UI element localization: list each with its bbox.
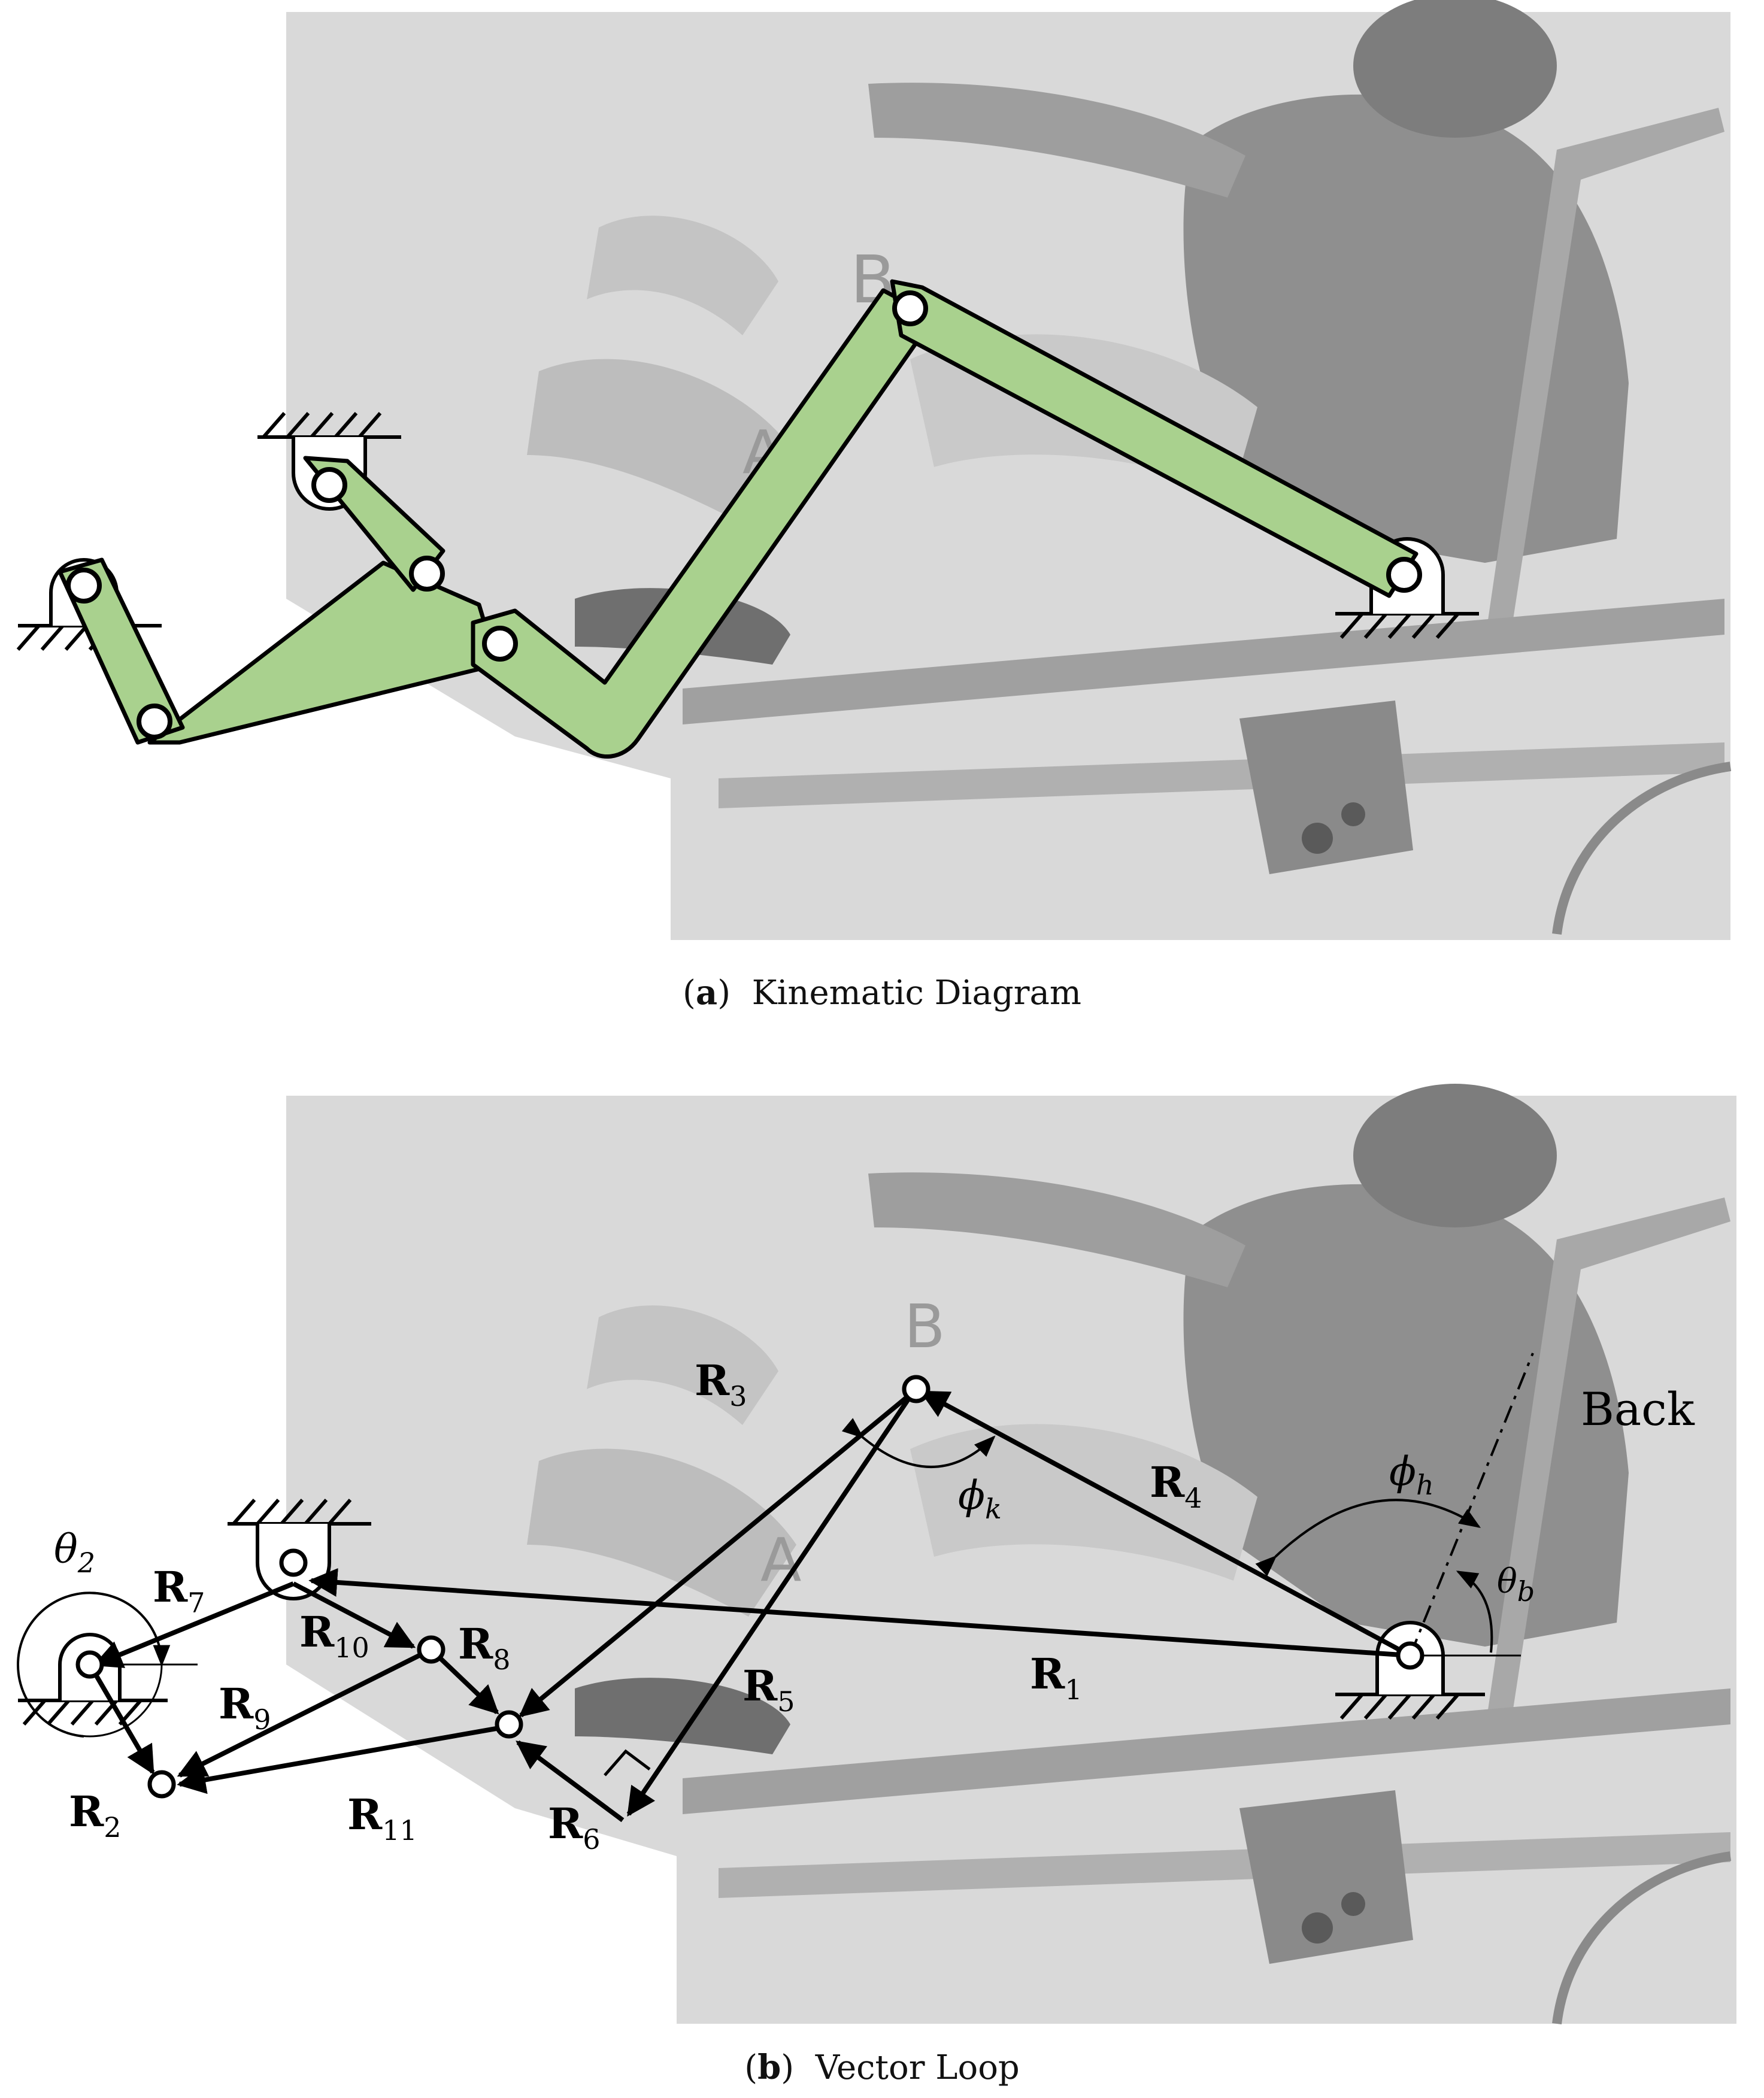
label-r10: R10 — [299, 1607, 369, 1664]
photo-background-a: B A — [286, 0, 1732, 940]
angle-labels-b: θ2 ϕk ϕh θb Back — [54, 1383, 1695, 1608]
label-r1: R1 — [1030, 1649, 1082, 1706]
label-thetab: θb — [1497, 1562, 1535, 1608]
label-r6: R6 — [548, 1799, 600, 1856]
caption-a-text: Kinematic Diagram — [751, 974, 1081, 1012]
arc-theta2 — [17, 1591, 171, 1738]
joints-b — [75, 1375, 1424, 1799]
joint-ground-left — [66, 568, 102, 604]
right-angle-mark — [604, 1749, 651, 1776]
vector-r10 — [292, 1581, 416, 1649]
label-r3: R3 — [695, 1356, 747, 1412]
label-r11: R11 — [347, 1790, 417, 1847]
joint-hip — [1386, 557, 1422, 593]
vector-r8 — [429, 1648, 499, 1715]
joint-b-ground-top — [279, 1548, 308, 1577]
vector-r5 — [626, 1390, 916, 1817]
label-r9: R9 — [219, 1679, 271, 1736]
photo-background-b: B A — [286, 1084, 1736, 2024]
vector-r11 — [177, 1725, 504, 1794]
joint-b-hip — [1396, 1641, 1424, 1670]
arc-thetab — [1456, 1571, 1493, 1653]
vector-labels-b: R1 R2 R3 R4 R5 R6 R7 R8 R9 R10 R11 — [69, 1356, 1202, 1856]
caption-b: (b) Vector Loop — [744, 2048, 1020, 2087]
joint-ground-top — [311, 467, 347, 503]
joint-crank-end — [137, 704, 172, 739]
joint-b-knee — [902, 1375, 931, 1403]
label-phik: ϕk — [958, 1472, 1002, 1525]
label-back: Back — [1581, 1383, 1695, 1436]
vector-r1 — [308, 1568, 1411, 1658]
linkage-links-a — [57, 279, 1419, 759]
vector-r7 — [93, 1581, 295, 1668]
angle-arcs-b — [17, 1418, 1493, 1738]
arc-phik — [841, 1418, 996, 1468]
label-phih: ϕh — [1389, 1448, 1434, 1501]
ground-left-b — [17, 1591, 198, 1738]
photo-letter-lower-b: A — [760, 1525, 801, 1595]
photo-letter-upper-b: B — [904, 1291, 945, 1362]
crank-link — [57, 557, 185, 745]
joints-a — [66, 290, 1422, 739]
vector-r2 — [87, 1663, 155, 1775]
label-r2: R2 — [69, 1787, 121, 1844]
joint-b-ground-left — [75, 1650, 104, 1679]
caption-a-letter: a — [695, 973, 718, 1012]
label-r8: R8 — [458, 1619, 510, 1676]
panel-a-kinematic-diagram: B A — [16, 0, 1732, 940]
panel-b-vector-loop: B A — [17, 1084, 1736, 2024]
caption-a: (a) Kinematic Diagram — [683, 973, 1081, 1012]
joint-b-coupler — [417, 1635, 445, 1664]
vector-r9 — [177, 1647, 432, 1778]
arc-phih — [1255, 1499, 1481, 1576]
label-r5: R5 — [742, 1661, 795, 1718]
joint-knee-link — [482, 626, 518, 662]
joint-coupler-end — [409, 556, 445, 592]
label-r4: R4 — [1150, 1457, 1202, 1514]
caption-b-text: Vector Loop — [815, 2048, 1020, 2087]
joint-b-knee-link — [495, 1710, 523, 1739]
vector-r4 — [919, 1390, 1411, 1658]
vector-r6 — [516, 1740, 625, 1823]
caption-b-letter: b — [757, 2048, 781, 2087]
label-theta2: θ2 — [54, 1526, 95, 1579]
joint-b-crank-end — [147, 1770, 176, 1799]
label-r7: R7 — [153, 1562, 205, 1619]
joint-knee — [892, 290, 928, 326]
